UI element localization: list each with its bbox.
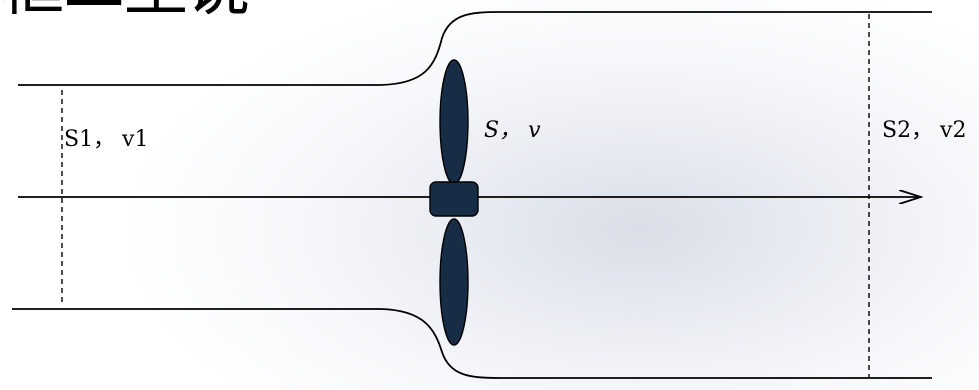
upper-rotor-blade: [439, 59, 469, 185]
lower-rotor-blade: [439, 218, 469, 346]
rotor-label: S， v: [484, 118, 541, 143]
title-fragment: 框ユ型说: [0, 0, 250, 20]
lower-streamtube-boundary: [12, 308, 932, 379]
upper-streamtube-boundary: [18, 11, 932, 86]
rotor-hub: [429, 181, 479, 217]
outlet-label: S2， v2: [882, 118, 967, 143]
inlet-label: S1， v1: [64, 127, 149, 152]
